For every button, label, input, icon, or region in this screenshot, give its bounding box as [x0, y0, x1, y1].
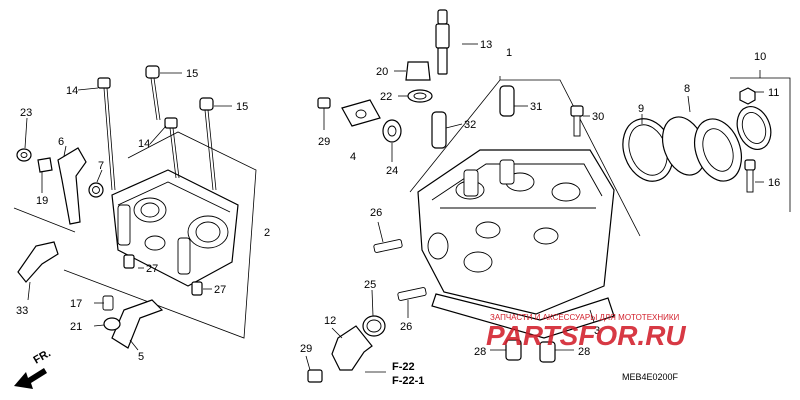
reference-label: F-22-1 [392, 375, 424, 387]
callout-9: 9 [638, 103, 644, 115]
callout-24: 24 [386, 165, 398, 177]
intake-insulator [661, 116, 742, 182]
callout-15: 15 [186, 68, 198, 80]
callout-2: 2 [264, 227, 270, 239]
tube [499, 85, 515, 117]
bolt [307, 369, 323, 383]
callout-6: 6 [58, 136, 64, 148]
bolt [164, 117, 180, 179]
leader-lines [24, 43, 764, 373]
stud-bolt [373, 239, 403, 253]
callout-33: 33 [16, 305, 28, 317]
cap [405, 61, 431, 81]
dowel-pin [123, 254, 135, 269]
dowel-pin [539, 341, 556, 363]
callout-27: 27 [214, 284, 226, 296]
front-direction-indicator: FR. [14, 347, 53, 389]
callout-27: 27 [146, 263, 158, 275]
callout-12: 12 [324, 315, 336, 327]
callout-28: 28 [474, 346, 486, 358]
bolt [97, 77, 116, 191]
watermark-brand: PARTSFOR.RU [486, 320, 686, 351]
arrow-icon [14, 368, 47, 389]
bolt [37, 157, 53, 173]
cylinder-head-assembly [307, 9, 641, 383]
callout-28: 28 [578, 346, 590, 358]
callout-19: 19 [36, 195, 48, 207]
callout-31: 31 [530, 101, 542, 113]
watermark-tagline: ЗАПЧАСТИ И АКСЕССУАРЫ ДЛЯ МОТОТЕХНИКИ [490, 313, 680, 322]
watermark: ЗАПЧАСТИ И АКСЕССУАРЫ ДЛЯ МОТОТЕХНИКИ PA… [486, 313, 686, 351]
bolt [145, 65, 161, 121]
callout-5: 5 [138, 351, 144, 363]
tube [431, 111, 447, 149]
bolt [199, 97, 217, 191]
callout-32: 32 [464, 119, 476, 131]
bolt [317, 97, 331, 109]
camshaft-holder-assembly [13, 65, 257, 349]
callout-1: 1 [506, 47, 512, 59]
callout-14: 14 [66, 85, 78, 97]
callout-11: 11 [768, 87, 779, 99]
bolt [102, 295, 114, 311]
spark-plug [435, 9, 450, 75]
bolt [570, 105, 584, 137]
stud-bolt [397, 287, 427, 301]
callout-26: 26 [400, 321, 412, 333]
decompressor-arm [57, 147, 87, 225]
callout-17: 17 [70, 298, 82, 310]
callout-21: 21 [70, 321, 82, 333]
callout-29: 29 [300, 343, 312, 355]
washer [103, 317, 121, 331]
intake-insulator-assembly [622, 70, 791, 212]
callout-10: 10 [754, 51, 766, 63]
callout-26: 26 [370, 207, 382, 219]
callout-30: 30 [592, 111, 604, 123]
callout-25: 25 [364, 279, 376, 291]
callout-4: 4 [350, 151, 356, 163]
callout-3: 3 [594, 325, 600, 337]
callout-7: 7 [98, 160, 104, 172]
water-elbow [331, 325, 373, 371]
callout-29: 29 [318, 136, 330, 148]
callout-8: 8 [684, 83, 690, 95]
callout-22: 22 [380, 91, 392, 103]
callout-14: 14 [138, 138, 150, 150]
diagram-code: MEB4E0200F [622, 372, 679, 382]
callout-20: 20 [376, 66, 388, 78]
callout-13: 13 [480, 39, 492, 51]
nut [739, 87, 756, 105]
rocker-arm [111, 299, 164, 349]
bolt [744, 159, 756, 193]
dowel-pin [191, 281, 203, 296]
callout-23: 23 [20, 107, 32, 119]
callout-labels: 1 2 3 4 5 6 7 8 9 10 11 12 13 14 14 15 1… [16, 39, 780, 363]
direction-label: FR. [32, 347, 53, 366]
callout-15: 15 [236, 101, 248, 113]
callout-16: 16 [768, 177, 780, 189]
reference-label: F-22 [392, 361, 415, 373]
rocker-arm [17, 241, 59, 283]
head-gasket [431, 293, 615, 339]
